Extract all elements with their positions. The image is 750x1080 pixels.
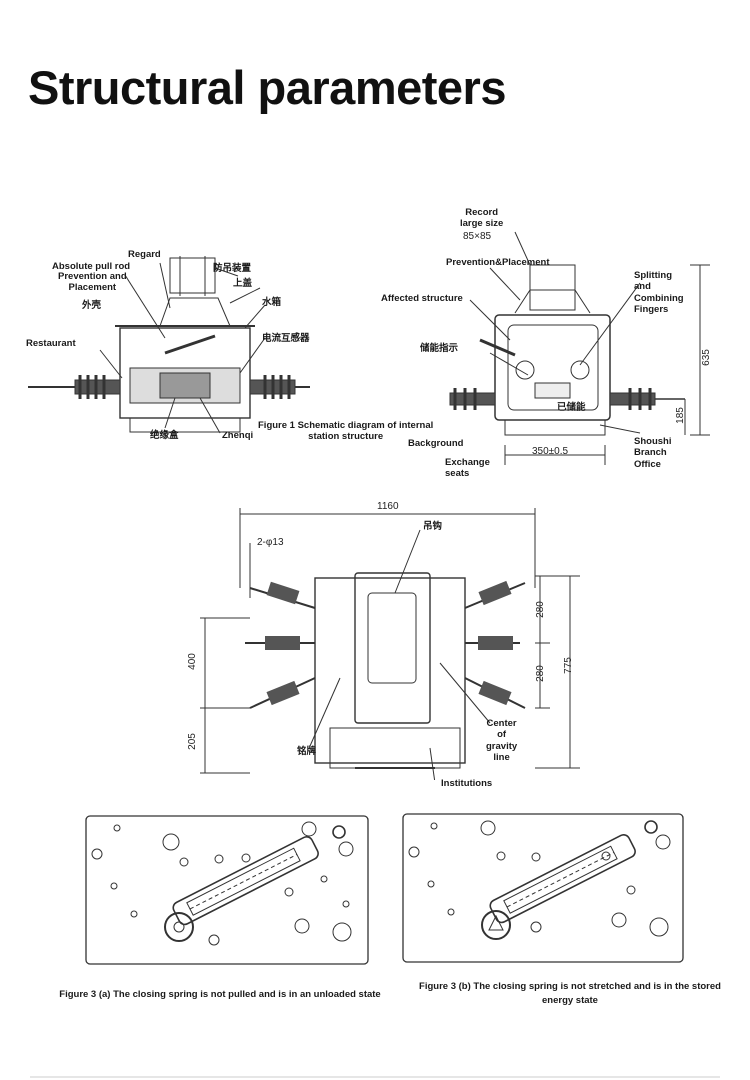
dim-350: 350±0.5	[532, 446, 569, 457]
label-institutions: Institutions	[441, 778, 493, 789]
label-cn-anti-lift: 防吊装置	[213, 263, 252, 274]
label-absolute-pull-rod: Absolute pull rod	[52, 261, 131, 272]
figure1-caption: Figure 1 Schematic diagram of internal s…	[258, 420, 434, 443]
label-cn-energy-mark: 已储能	[557, 402, 586, 413]
dim-280-top: 280	[534, 601, 546, 618]
footer-divider	[30, 1076, 720, 1078]
label-regard: Regard	[128, 249, 161, 260]
label-cn-storage-indicator: 储能指示	[420, 343, 459, 354]
label-prevention-and-placement: Prevention and Placement	[58, 271, 127, 294]
label-prevention-placement: Prevention&Placement	[446, 257, 550, 268]
dim-635: 635	[700, 349, 712, 366]
figure1-drawing	[28, 256, 310, 434]
figure3b-drawing	[402, 813, 684, 963]
figure2-drawing	[449, 231, 710, 465]
label-cn-upper-cover: 上盖	[233, 278, 253, 289]
dim-2-phi13: 2-φ13	[257, 537, 284, 548]
dim-280-bottom: 280	[534, 665, 546, 682]
label-splitting-fingers: Splitting and Combining Fingers	[634, 270, 684, 316]
label-shoushi-branch-office: Shoushi Branch Office	[634, 436, 672, 470]
label-cn-nameplate: 铭牌	[297, 746, 317, 757]
label-cn-outer-shell: 外壳	[82, 300, 102, 311]
label-zhenqi: Zhenqi	[222, 430, 254, 441]
label-restaurant: Restaurant	[26, 338, 76, 349]
label-cn-valve: 水箱	[262, 297, 282, 308]
label-record-large-size: Record large size	[460, 207, 504, 230]
figure3a-drawing	[85, 815, 369, 965]
label-center-of-gravity: Center of gravity line	[486, 718, 518, 764]
label-cn-insulation-box: 绝缘盒	[150, 430, 179, 441]
label-exchange-seats: Exchange seats	[445, 457, 490, 480]
dim-size-85: 85×85	[463, 231, 492, 242]
dim-1160: 1160	[377, 501, 399, 512]
figure3a-caption: Figure 3 (a) The closing spring is not p…	[59, 989, 381, 1000]
dim-400: 400	[186, 653, 198, 670]
top-view-drawing	[200, 508, 580, 780]
label-cn-current-transformer: 电流互感器	[262, 333, 310, 344]
figure3b-caption: Figure 3 (b) The closing spring is not s…	[419, 981, 721, 1006]
label-background: Background	[408, 438, 464, 449]
dim-205: 205	[186, 733, 198, 750]
dim-775: 775	[562, 657, 574, 674]
label-affected-structure: Affected structure	[381, 293, 463, 304]
label-cn-hook: 吊钩	[423, 521, 443, 532]
dim-185: 185	[674, 407, 686, 424]
page-title: Structural parameters	[28, 61, 506, 114]
